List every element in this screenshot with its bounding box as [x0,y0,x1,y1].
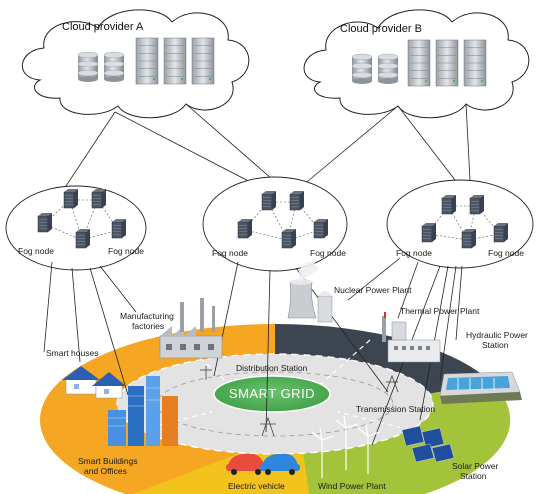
fog-server-icon [75,229,90,249]
fog-node-label: Fog node [488,248,524,258]
electric-vehicle-icon [226,454,300,475]
fog-server-icon [461,229,476,249]
smart-buildings-icon [108,376,178,446]
fog-server-icon [111,219,126,239]
smart-houses-icon [62,366,126,399]
smart-houses-label: Smart houses [46,348,98,358]
server-rack-icon [435,39,459,87]
nuclear-power-label: Nuclear Power Plant [334,285,412,295]
smart-grid-ring: SMART GRID [40,323,511,494]
fog-server-icon [63,189,78,209]
solar-panels-icon [401,425,455,463]
storage-disk-icon [377,53,399,84]
fog-server-icon [37,213,52,233]
server-rack-icon [463,39,487,87]
fog-node-label: Fog node [18,246,54,256]
grid-labels: Manufacturing factories Smart houses Sma… [46,285,530,491]
cloud-fog-links [57,103,471,199]
fog-server-icon [421,223,436,243]
cloud-provider-a: Cloud provider A [21,9,250,119]
fog-node-label: Fog node [310,248,346,258]
fog-cluster-left: Fog node Fog node [5,185,147,271]
smart-grid-title: SMART GRID [229,386,315,401]
hydraulic-power-label: Hydraulic Power Station [466,330,530,350]
fog-grid-links [43,257,463,446]
fog-server-icon [313,219,328,239]
fog-node-label: Fog node [396,248,432,258]
fog-server-icon [261,191,276,211]
hydraulic-dam-icon [439,371,522,404]
cloud-b-title: Cloud provider B [340,23,422,35]
solar-power-label: Solar Power Station [452,461,501,481]
fog-cluster-middle: Fog node Fog node [202,176,348,272]
fog-node-label: Fog node [108,246,144,256]
fog-cluster-right: Fog node Fog node [386,179,534,269]
fog-link-line [267,201,289,241]
manufacturing-label: Manufacturing factories [120,311,176,331]
fog-link-line [243,229,289,241]
fog-link-line [43,223,83,241]
fog-link-line [69,199,83,241]
fog-server-icon [91,189,106,209]
fog-server-icon [469,195,484,215]
electric-vehicle-label: Electric vehicle [228,481,285,491]
storage-disk-icon [77,51,99,82]
cloud-shape-icon [21,9,250,119]
cloud-provider-b: Cloud provider B [303,9,530,119]
wind-power-label: Wind Power Plant [318,481,386,491]
fog-server-icon [289,191,304,211]
storage-disk-icon [351,53,373,84]
wind-turbines-icon [311,415,381,478]
server-rack-icon [135,37,159,85]
transmission-tower-icon [260,374,399,437]
distribution-station-label: Distribution Station [236,363,308,373]
thermal-power-label: Thermal Power Plant [400,306,480,316]
server-rack-icon [163,37,187,85]
factory-icon [159,298,223,359]
fog-server-icon [237,219,252,239]
server-rack-icon [407,39,431,87]
thermal-plant-icon [382,312,441,363]
fog-link-line [81,199,99,241]
fog-server-icon [493,223,508,243]
fog-link-line [427,233,469,241]
fog-server-icon [441,195,456,215]
fog-server-icon [281,229,296,249]
transmission-station-label: Transmission Station [356,404,435,414]
fog-node-label: Fog node [212,248,248,258]
smart-buildings-label: Smart Buildings and Offices [78,456,140,476]
nuclear-plant-icon [287,261,333,323]
server-rack-icon [191,37,215,85]
cloud-a-title: Cloud provider A [62,21,144,33]
storage-disk-icon [103,51,125,82]
distribution-station-icon [200,366,212,380]
